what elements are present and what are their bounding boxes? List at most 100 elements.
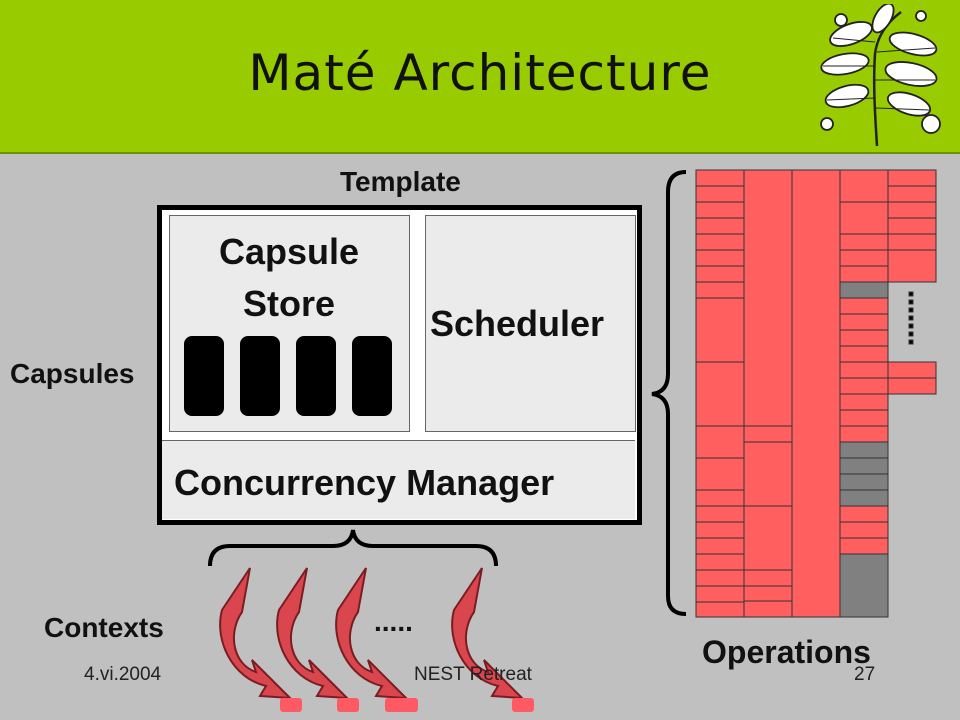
operation-cell xyxy=(839,169,889,203)
context-arrow-icon xyxy=(276,567,359,712)
operation-cell xyxy=(839,377,889,395)
operation-cell xyxy=(695,553,745,571)
footer-date: 4.vi.2004 xyxy=(84,664,162,685)
operation-cell xyxy=(695,425,745,459)
operations-ellipsis-dot xyxy=(908,299,914,305)
operation-cell xyxy=(839,265,889,283)
operation-cell xyxy=(695,537,745,555)
operation-cell xyxy=(839,441,889,459)
concurrency-manager-label: Concurrency Manager xyxy=(174,462,555,503)
operation-cell xyxy=(743,505,793,571)
operation-cell xyxy=(887,217,937,235)
operation-cell xyxy=(695,297,745,363)
operation-cell xyxy=(839,297,889,315)
operation-cell xyxy=(695,217,745,235)
operation-cell xyxy=(887,249,937,283)
context-arrow-icon xyxy=(451,567,534,712)
template-label: Template xyxy=(340,166,461,197)
capsules-label: Capsules xyxy=(10,358,135,389)
curly-brace-icon xyxy=(208,529,498,567)
context-arrow-icon xyxy=(219,567,302,712)
capsule-block-icon xyxy=(184,336,224,416)
operation-cell xyxy=(695,169,745,187)
capsule-block-icon xyxy=(240,336,280,416)
capsule-block-icon xyxy=(296,336,336,416)
slide-title: Maté Architecture xyxy=(248,44,712,102)
operation-cell xyxy=(695,521,745,539)
operation-cell xyxy=(743,169,793,427)
operation-cell xyxy=(839,457,889,475)
capsule-store-label: Capsule Store xyxy=(218,231,360,324)
operation-cell xyxy=(887,169,937,187)
operation-cell xyxy=(695,185,745,203)
context-block xyxy=(512,698,534,712)
operation-cell xyxy=(695,569,745,587)
context-block xyxy=(280,698,302,712)
operation-cell xyxy=(839,473,889,491)
curly-brace-icon xyxy=(651,170,687,616)
template-box: Capsule Store Scheduler xyxy=(157,205,642,525)
operation-cell xyxy=(695,489,745,507)
contexts-group xyxy=(219,567,534,712)
operation-cell xyxy=(791,169,841,618)
operation-cell xyxy=(887,185,937,203)
operations-ellipsis-dot xyxy=(908,307,914,313)
contexts-label: Contexts xyxy=(44,612,164,643)
operation-cell xyxy=(839,361,889,379)
title-bar: Maté Architecture xyxy=(0,0,960,154)
operation-cell xyxy=(695,361,745,427)
operation-cell xyxy=(887,201,937,219)
operation-cell xyxy=(743,425,793,443)
contexts-ellipsis: ..... xyxy=(374,606,413,637)
operation-cell xyxy=(887,377,937,395)
operation-cell xyxy=(839,537,889,555)
operation-cell xyxy=(839,281,889,299)
operations-ellipsis-dot xyxy=(908,291,914,297)
operation-cell xyxy=(695,265,745,283)
operation-cell xyxy=(839,233,889,251)
operation-cell xyxy=(839,313,889,331)
operation-cell xyxy=(743,569,793,587)
context-block xyxy=(337,698,359,712)
operations-grid xyxy=(695,169,937,618)
operation-cell xyxy=(839,553,889,618)
context-block xyxy=(385,698,407,712)
operation-cell xyxy=(839,489,889,507)
scheduler-label: Scheduler xyxy=(430,303,605,344)
operation-cell xyxy=(839,409,889,427)
operation-cell xyxy=(839,345,889,363)
operation-cell xyxy=(887,361,937,379)
operation-cell xyxy=(839,505,889,523)
page-number: 27 xyxy=(854,664,876,685)
operation-cell xyxy=(839,425,889,443)
operation-cell xyxy=(839,201,889,235)
context-arrow-icon xyxy=(335,567,418,712)
operation-cell xyxy=(839,249,889,267)
operation-cell xyxy=(695,505,745,523)
operations-ellipsis-dot xyxy=(908,315,914,321)
operation-cell xyxy=(839,329,889,347)
operation-cell xyxy=(695,201,745,219)
operation-cell xyxy=(695,601,745,618)
operations-label: Operations xyxy=(702,634,871,670)
operation-cell xyxy=(695,281,745,299)
capsule-block-icon xyxy=(352,336,392,416)
leaf-branch-illustration xyxy=(820,4,941,147)
operation-cell xyxy=(743,600,793,618)
operations-ellipsis-dot xyxy=(908,339,914,345)
operations-ellipsis-dot xyxy=(908,331,914,337)
operation-cell xyxy=(695,249,745,267)
operation-cell xyxy=(839,393,889,411)
operation-cell xyxy=(695,457,745,491)
operation-cell xyxy=(695,233,745,251)
concurrency-manager-panel xyxy=(162,440,635,519)
operation-cell xyxy=(839,521,889,539)
operation-cell xyxy=(695,585,745,603)
footer-event: NEST Retreat xyxy=(414,664,532,685)
operation-cell xyxy=(887,233,937,251)
operations-ellipsis-dot xyxy=(908,323,914,329)
operation-cell xyxy=(743,585,793,602)
operation-cell xyxy=(743,441,793,507)
scheduler-panel: Scheduler xyxy=(425,215,636,432)
